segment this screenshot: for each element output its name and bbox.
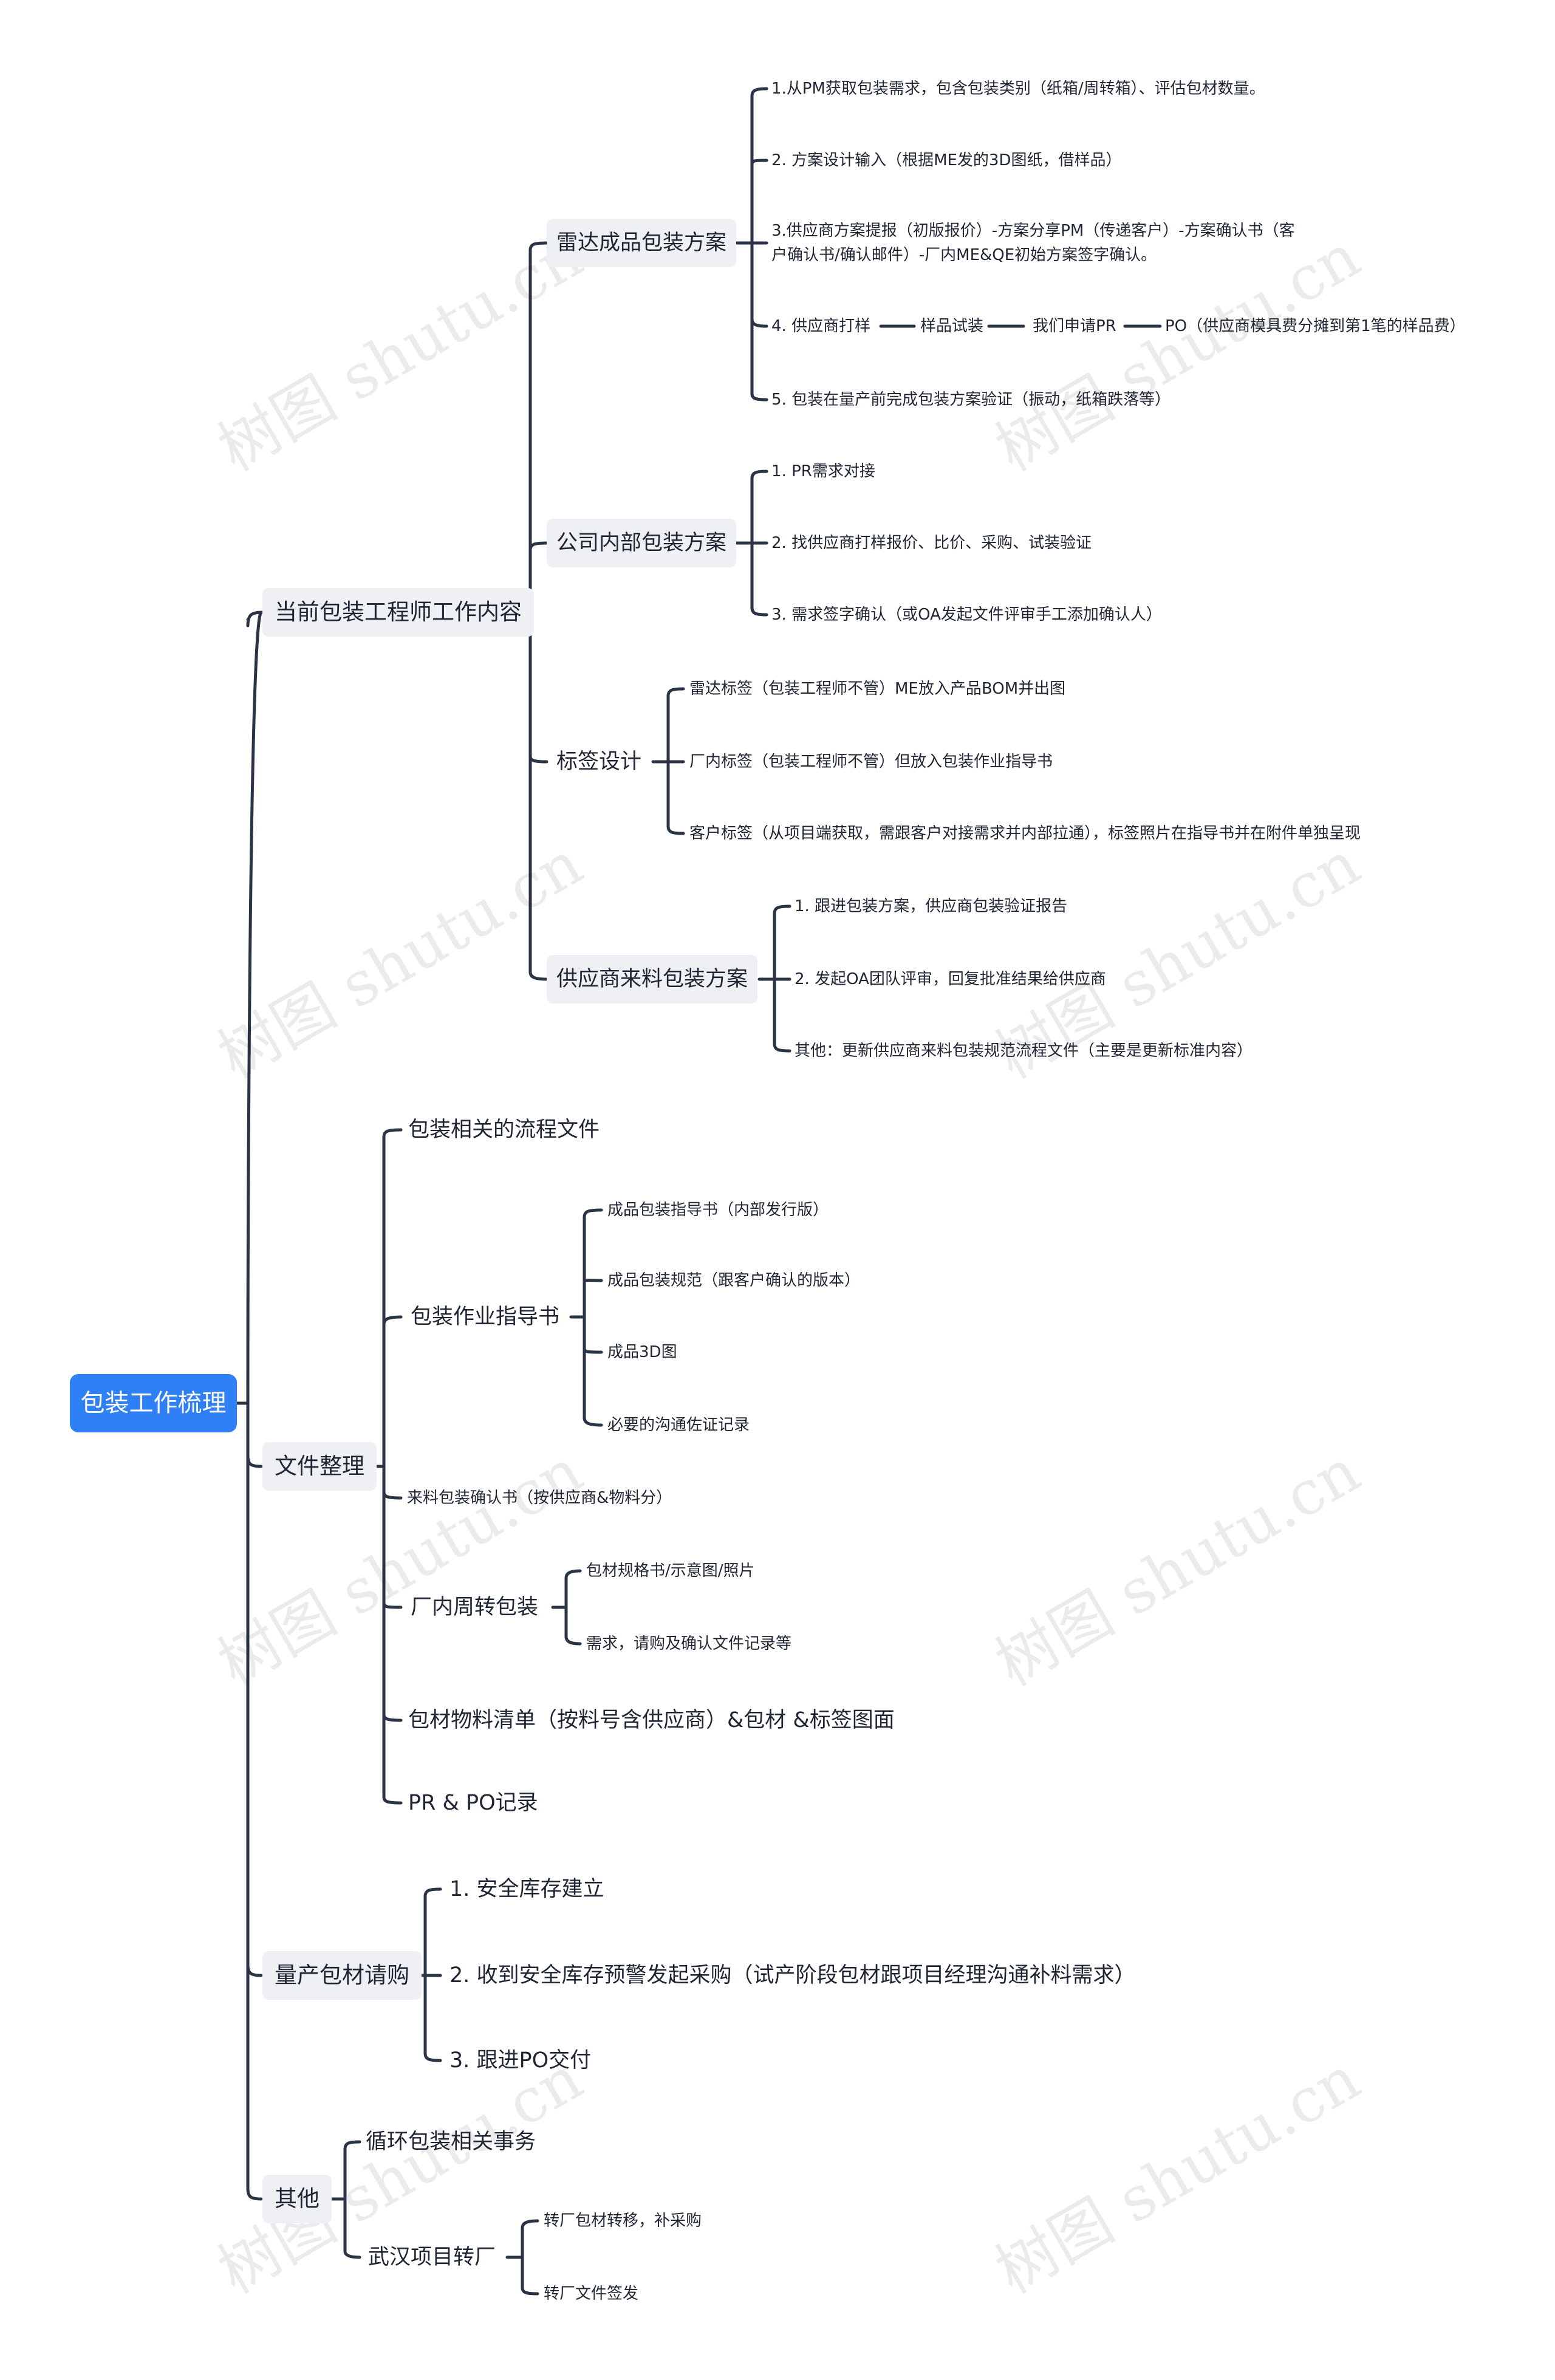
root-node[interactable]: 包装工作梳理 bbox=[70, 1374, 237, 1432]
leaf-radar-chain-2[interactable]: 样品试装 bbox=[920, 317, 984, 335]
leaf-wuhan-1[interactable]: 转厂包材转移，补采购 bbox=[544, 2212, 702, 2230]
node-material-bom[interactable]: 包材物料清单（按料号含供应商）&包材 &标签图面 bbox=[408, 1708, 895, 1732]
node-label-design[interactable]: 标签设计 bbox=[556, 750, 642, 774]
leaf-purchase-3[interactable]: 3. 跟进PO交付 bbox=[449, 2048, 592, 2073]
leaf-turnover-1[interactable]: 包材规格书/示意图/照片 bbox=[586, 1562, 755, 1580]
leaf-turnover-2[interactable]: 需求，请购及确认文件记录等 bbox=[586, 1635, 792, 1653]
branch-current-work[interactable]: 当前包装工程师工作内容 bbox=[262, 588, 534, 637]
leaf-radar-chain-1[interactable]: 4. 供应商打样 bbox=[771, 317, 871, 335]
leaf-radar-chain-4[interactable]: PO（供应商模具费分摊到第1笔的样品费） bbox=[1165, 317, 1466, 335]
node-turnover-packaging[interactable]: 厂内周转包装 bbox=[411, 1595, 539, 1619]
leaf-internal-3[interactable]: 3. 需求签字确认（或OA发起文件评审手工添加确认人） bbox=[771, 606, 1162, 624]
leaf-label-1[interactable]: 雷达标签（包装工程师不管）ME放入产品BOM并出图 bbox=[689, 680, 1066, 698]
leaf-purchase-1[interactable]: 1. 安全库存建立 bbox=[449, 1877, 604, 1901]
branch-others[interactable]: 其他 bbox=[262, 2175, 332, 2223]
node-flow-docs[interactable]: 包装相关的流程文件 bbox=[408, 1118, 600, 1142]
leaf-radar-3[interactable]: 3.供应商方案提报（初版报价）-方案分享PM（传递客户）-方案确认书（客户确认书… bbox=[771, 222, 1295, 264]
leaf-label-3[interactable]: 客户标签（从项目端获取，需跟客户对接需求并内部拉通），标签照片在指导书并在附件单… bbox=[689, 824, 1361, 843]
branch-mass-production-purchase[interactable]: 量产包材请购 bbox=[262, 1951, 422, 2000]
leaf-wi-4[interactable]: 必要的沟通佐证记录 bbox=[607, 1416, 750, 1434]
leaf-radar-2[interactable]: 2. 方案设计输入（根据ME发的3D图纸，借样品） bbox=[771, 151, 1122, 169]
node-supplier-packaging[interactable]: 供应商来料包装方案 bbox=[547, 955, 758, 1004]
leaf-radar-1[interactable]: 1.从PM获取包装需求，包含包装类别（纸箱/周转箱）、评估包材数量。 bbox=[771, 80, 1265, 98]
leaf-supplier-1[interactable]: 1. 跟进包装方案，供应商包装验证报告 bbox=[795, 897, 1068, 915]
leaf-internal-1[interactable]: 1. PR需求对接 bbox=[771, 462, 875, 480]
leaf-wi-2[interactable]: 成品包装规范（跟客户确认的版本） bbox=[607, 1271, 861, 1290]
node-work-instruction[interactable]: 包装作业指导书 bbox=[411, 1305, 560, 1329]
node-wuhan-transfer[interactable]: 武汉项目转厂 bbox=[368, 2245, 496, 2269]
leaf-wi-3[interactable]: 成品3D图 bbox=[607, 1343, 677, 1361]
leaf-internal-2[interactable]: 2. 找供应商打样报价、比价、采购、试装验证 bbox=[771, 534, 1092, 552]
node-incoming-confirm[interactable]: 来料包装确认书（按供应商&物料分） bbox=[407, 1489, 672, 1507]
leaf-supplier-3[interactable]: 其他：更新供应商来料包装规范流程文件（主要是更新标准内容） bbox=[795, 1042, 1253, 1060]
leaf-purchase-2[interactable]: 2. 收到安全库存预警发起采购（试产阶段包材跟项目经理沟通补料需求） bbox=[449, 1963, 1136, 1988]
node-internal-packaging[interactable]: 公司内部包装方案 bbox=[547, 519, 737, 567]
leaf-wi-1[interactable]: 成品包装指导书（内部发行版） bbox=[607, 1201, 829, 1219]
leaf-supplier-2[interactable]: 2. 发起OA团队评审，回复批准结果给供应商 bbox=[795, 970, 1106, 988]
node-loop-packaging[interactable]: 循环包装相关事务 bbox=[366, 2130, 536, 2154]
leaf-wuhan-2[interactable]: 转厂文件签发 bbox=[544, 2285, 639, 2303]
leaf-radar-chain-3[interactable]: 我们申请PR bbox=[1033, 317, 1116, 335]
leaf-label-2[interactable]: 厂内标签（包装工程师不管）但放入包装作业指导书 bbox=[689, 753, 1053, 771]
node-pr-po-records[interactable]: PR & PO记录 bbox=[408, 1791, 538, 1815]
leaf-radar-5[interactable]: 5. 包装在量产前完成包装方案验证（振动，纸箱跌落等） bbox=[771, 391, 1171, 409]
branch-file-organize[interactable]: 文件整理 bbox=[262, 1442, 377, 1491]
node-radar-packaging[interactable]: 雷达成品包装方案 bbox=[547, 219, 737, 267]
